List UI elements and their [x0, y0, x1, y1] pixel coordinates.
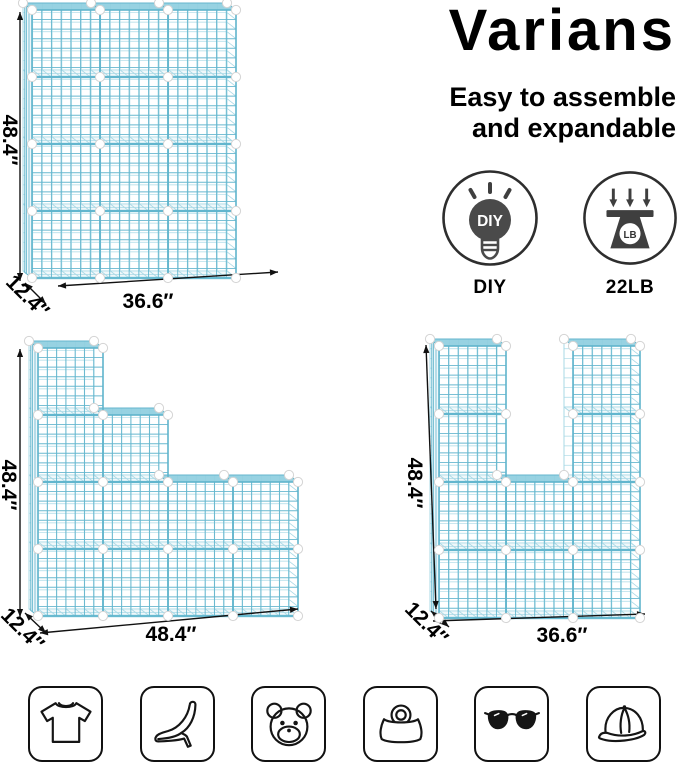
sunglasses-icon [483, 710, 540, 730]
tshirt-icon [39, 702, 92, 743]
diy-feature: DIY DIY [440, 168, 540, 299]
weight-scale-icon: LB [583, 171, 677, 265]
shelf-3x4-illustration [16, 0, 279, 305]
shelf-staircase-figure: 48.4″ 48.4″ 12.4″ [0, 333, 346, 668]
weight-label: 22LB [605, 277, 655, 298]
tagline-line-2: and expandable [471, 113, 676, 143]
sunglasses-icon-box [474, 686, 549, 762]
diy-label: DIY [473, 277, 507, 298]
teddy-bear-icon [265, 702, 312, 747]
width-dimension-label: 36.6″ [536, 624, 588, 647]
weight-capacity-feature: LB 22LB [580, 168, 679, 299]
height-dimension-label: 48.4″ [0, 114, 21, 166]
shelf-3x4-figure: 48.4″ 36.6″ 12.4″ [0, 0, 312, 333]
brand-tagline: Easy to assemble and expandable [376, 82, 676, 144]
diy-bulb-text: DIY [477, 213, 504, 230]
baseball-cap-icon [597, 705, 646, 743]
width-dimension-label: 36.6″ [122, 290, 174, 313]
teddy-bear-icon-box [251, 686, 326, 762]
shelf-u-shape-illustration [423, 333, 646, 628]
storage-items-row [0, 686, 679, 764]
brand-block: Varians Easy to assemble and expandable [376, 0, 676, 144]
shelf-staircase-illustration [16, 335, 304, 636]
scale-lb-text: LB [623, 230, 636, 241]
diy-lightbulb-icon: DIY [442, 170, 538, 266]
tshirt-icon-box [28, 686, 103, 762]
feature-badges: DIY DIY [440, 168, 679, 298]
brand-title: Varians [448, 0, 676, 63]
width-dimension-label: 48.4″ [145, 623, 197, 646]
height-dimension-label: 48.4″ [403, 457, 426, 509]
high-heel-icon [153, 700, 197, 748]
shelf-u-shape-figure: 48.4″ 36.6″ 12.4″ [395, 333, 679, 668]
height-dimension-label: 48.4″ [0, 459, 20, 511]
handbag-icon [378, 704, 423, 744]
baseball-cap-icon-box [586, 686, 661, 762]
tagline-line-1: Easy to assemble [449, 82, 676, 112]
handbag-icon-box [363, 686, 438, 762]
high-heel-icon-box [140, 686, 215, 762]
